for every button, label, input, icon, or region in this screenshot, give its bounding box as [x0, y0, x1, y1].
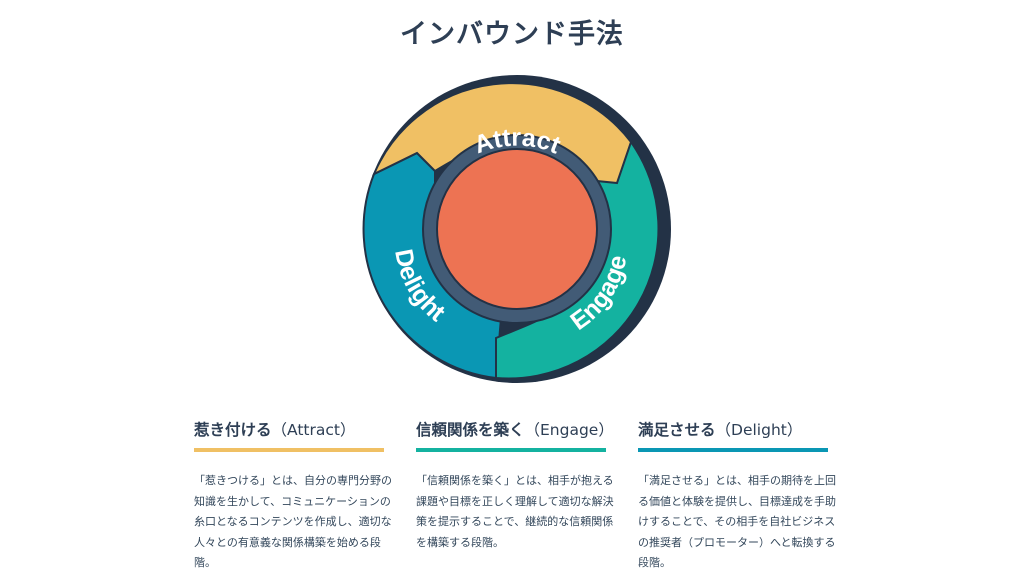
flywheel-diagram: Attract Engage Delight [361, 73, 673, 385]
column-attract-subtitle: （Attract） [271, 421, 356, 439]
column-attract: 惹き付ける（Attract） 「惹きつける」とは、自分の専門分野の知識を生かして… [194, 419, 402, 574]
column-attract-bar [194, 448, 384, 452]
hub-circle [436, 148, 598, 310]
column-engage-title: 信頼関係を築く [416, 421, 525, 439]
column-engage-bar [416, 448, 606, 452]
column-engage-heading: 信頼関係を築く（Engage） [416, 419, 624, 441]
column-engage-subtitle: （Engage） [524, 421, 614, 439]
page-title: インバウンド手法 [400, 19, 624, 50]
column-attract-heading: 惹き付ける（Attract） [194, 419, 402, 441]
column-engage: 信頼関係を築く（Engage） 「信頼関係を築く」とは、相手が抱える課題や目標を… [416, 419, 624, 553]
column-delight-title: 満足させる [638, 421, 716, 439]
column-attract-title: 惹き付ける [194, 421, 272, 439]
column-delight-bar [638, 448, 828, 452]
column-delight-heading: 満足させる（Delight） [638, 419, 846, 441]
flywheel-svg: Attract Engage Delight [362, 75, 671, 383]
column-attract-text: 「惹きつける」とは、自分の専門分野の知識を生かして、コミュニケーションの糸口とな… [194, 474, 392, 569]
column-delight-subtitle: （Delight） [715, 421, 803, 439]
column-delight-text: 「満足させる」とは、相手の期待を上回る価値と体験を提供し、目標達成を手助けするこ… [638, 474, 836, 569]
column-delight: 満足させる（Delight） 「満足させる」とは、相手の期待を上回る価値と体験を… [638, 419, 846, 574]
column-engage-text: 「信頼関係を築く」とは、相手が抱える課題や目標を正しく理解して適切な解決策を提示… [416, 474, 614, 549]
